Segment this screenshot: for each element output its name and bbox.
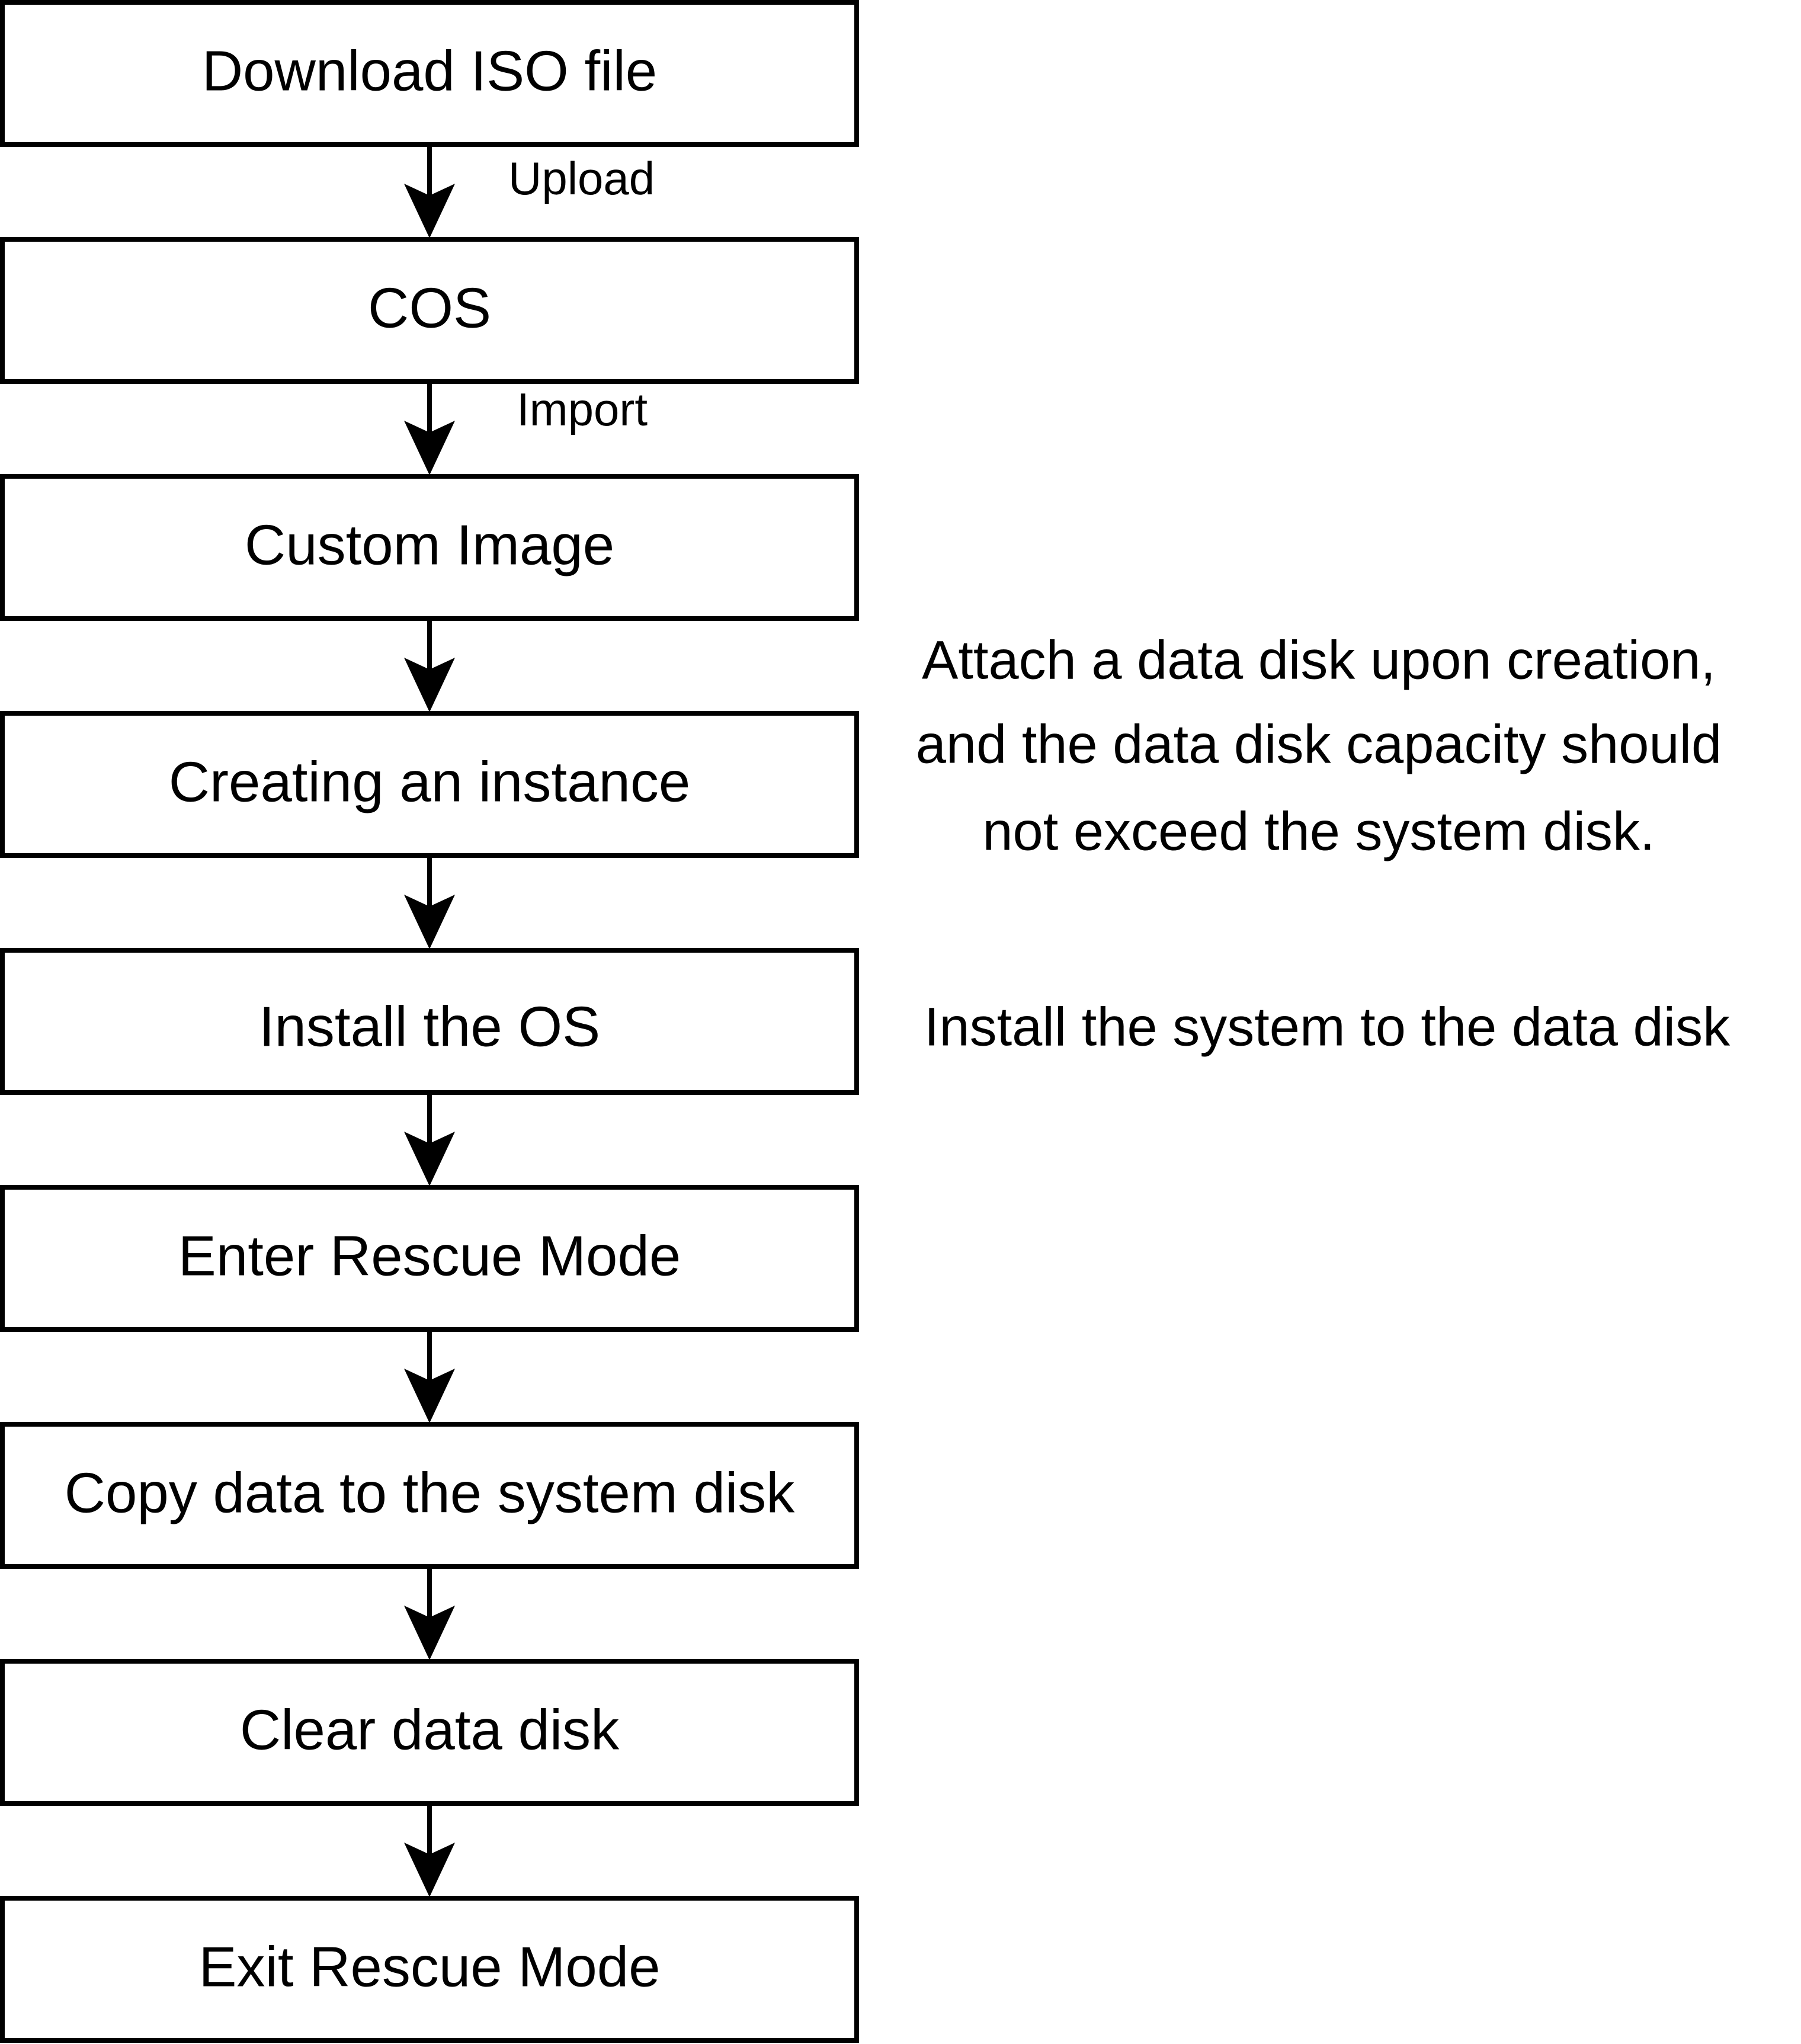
arrowhead [404, 1843, 455, 1897]
step-copy-data: Copy data to the system disk [0, 1422, 859, 1569]
connector-cos-to-image [404, 384, 455, 475]
step-label: COS [368, 276, 491, 339]
arrowhead [404, 421, 455, 475]
step-label: Copy data to the system disk [65, 1461, 796, 1524]
step-custom-image: Custom Image [0, 474, 859, 621]
connector-clear-to-exit [404, 1806, 455, 1897]
connector-rescue-to-copy [404, 1332, 455, 1423]
arrowhead [404, 184, 455, 238]
arrowhead [404, 1369, 455, 1423]
step-label: Exit Rescue Mode [198, 1935, 660, 1998]
arrowhead [404, 1606, 455, 1660]
step-label: Install the OS [259, 995, 600, 1058]
arrowhead [404, 1132, 455, 1186]
step-cos: COS [0, 237, 859, 384]
note-install-os: Install the system to the data disk [924, 997, 1731, 1057]
step-label: Enter Rescue Mode [178, 1224, 681, 1287]
step-label: Creating an instance [169, 750, 691, 813]
note-line: Attach a data disk upon creation, [922, 630, 1716, 690]
step-box [0, 1896, 859, 2043]
arrowhead [404, 895, 455, 949]
edge-label-import: Import [517, 383, 648, 435]
connector-download-to-cos [404, 147, 455, 238]
step-box [0, 237, 859, 384]
note-line: and the data disk capacity should [916, 714, 1722, 774]
edge-label-upload: Upload [508, 152, 655, 204]
step-create-instance: Creating an instance [0, 711, 859, 858]
step-exit-rescue: Exit Rescue Mode [0, 1896, 859, 2043]
arrowhead [404, 658, 455, 712]
note-create-instance: Attach a data disk upon creation, and th… [916, 630, 1722, 861]
step-install-os: Install the OS [0, 948, 859, 1095]
note-line: not exceed the system disk. [982, 801, 1655, 861]
step-box [0, 1422, 859, 1569]
connector-install-to-rescue [404, 1095, 455, 1186]
step-box [0, 1185, 859, 1332]
step-label: Download ISO file [202, 39, 657, 102]
step-download-iso: Download ISO file [0, 0, 859, 147]
step-clear-disk: Clear data disk [0, 1659, 859, 1806]
step-box [0, 474, 859, 621]
step-enter-rescue: Enter Rescue Mode [0, 1185, 859, 1332]
step-box [0, 0, 859, 147]
connector-instance-to-install [404, 858, 455, 949]
step-label: Custom Image [245, 513, 614, 576]
connector-image-to-instance [404, 621, 455, 712]
step-box [0, 711, 859, 858]
step-box [0, 1659, 859, 1806]
connector-copy-to-clear [404, 1569, 455, 1660]
step-label: Clear data disk [240, 1698, 620, 1761]
step-box [0, 948, 859, 1095]
